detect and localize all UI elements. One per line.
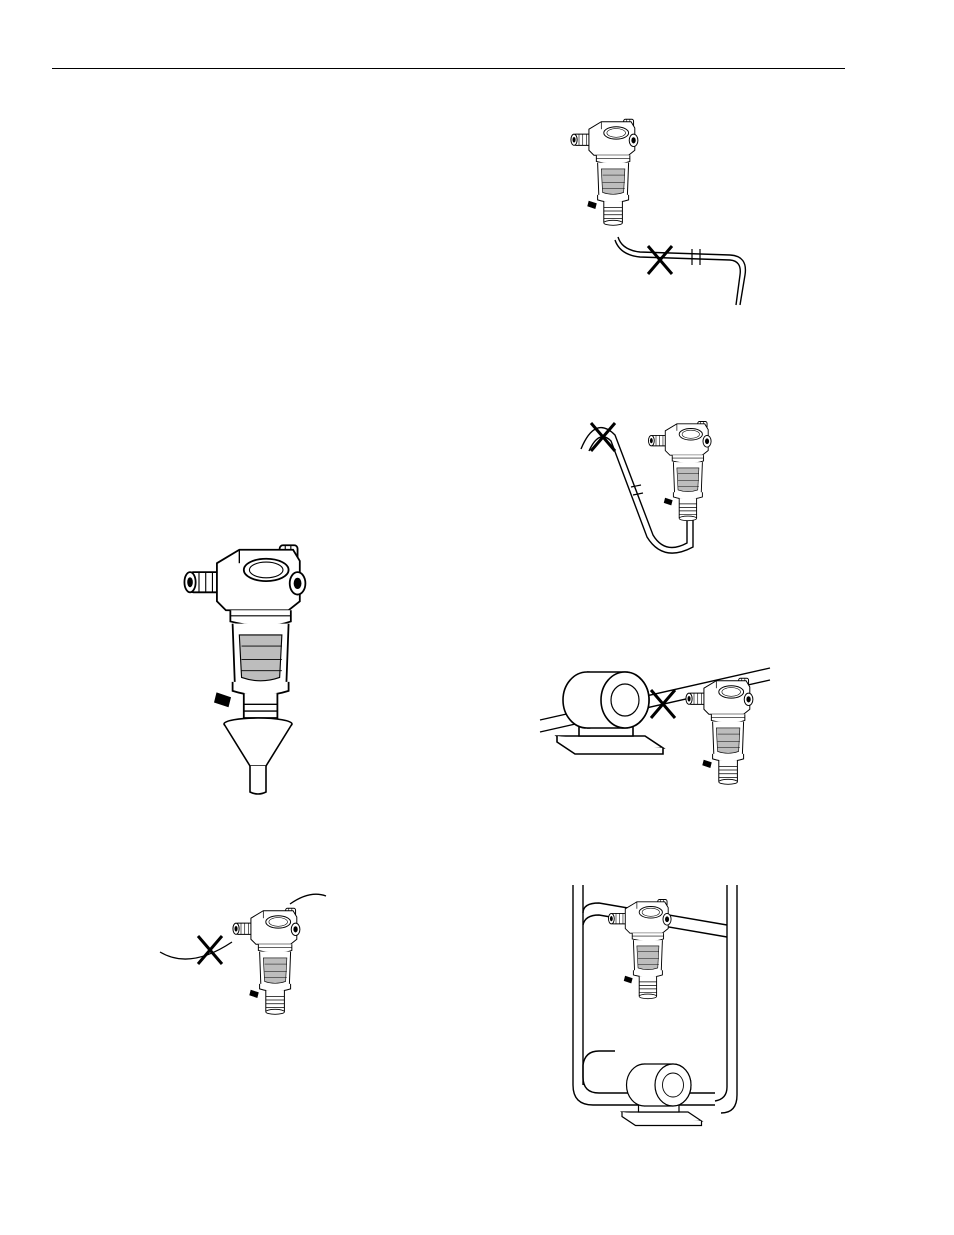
header-rule bbox=[52, 68, 845, 69]
filter-thin-hose-illustration bbox=[160, 890, 330, 1040]
filter-pipe-bend-illustration bbox=[560, 115, 760, 315]
crossed-out-mark-icon bbox=[648, 246, 672, 274]
filter-bypass-pump-illustration bbox=[565, 885, 745, 1130]
filter-drain-funnel-illustration bbox=[180, 530, 340, 800]
figure-filter-bypass-with-pump bbox=[565, 885, 745, 1130]
funnel-icon bbox=[224, 718, 292, 794]
filter-near-pump-illustration bbox=[535, 660, 775, 800]
filter-hose-loop-illustration bbox=[575, 405, 735, 565]
figure-filter-hose-loop bbox=[575, 405, 735, 565]
figure-filter-pipe-bend bbox=[560, 115, 760, 315]
crossed-out-mark-icon bbox=[651, 690, 675, 718]
figure-filter-with-funnel bbox=[180, 530, 340, 800]
figure-filter-near-pump bbox=[535, 660, 775, 800]
figure-filter-thin-hose bbox=[160, 890, 330, 1040]
